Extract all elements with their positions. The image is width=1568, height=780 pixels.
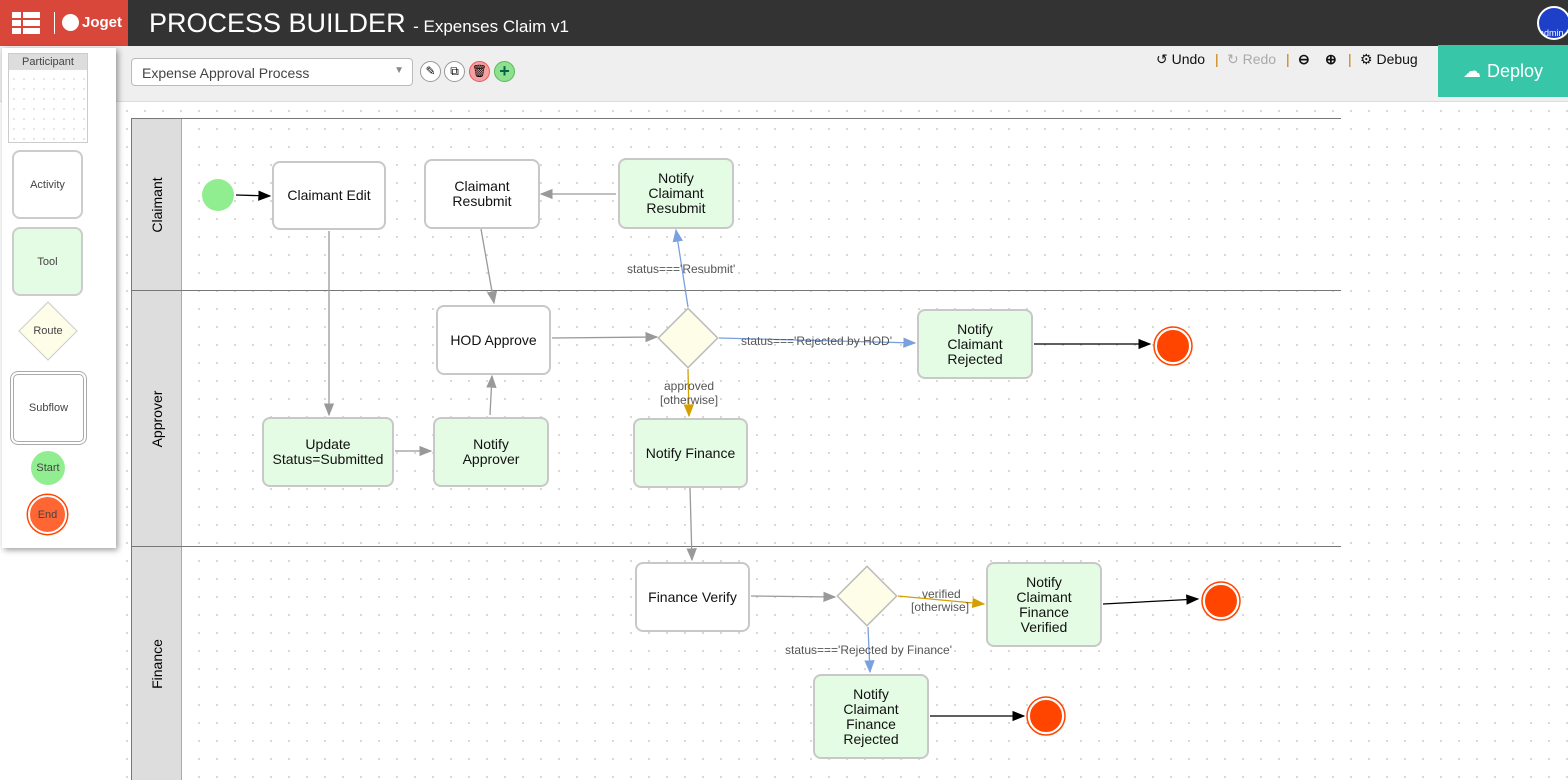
divider: | bbox=[1348, 51, 1352, 67]
edge-label: [otherwise] bbox=[911, 600, 969, 614]
tool-notify-finance-rejected[interactable]: Notify Claimant Finance Rejected bbox=[813, 674, 929, 759]
edit-process-button[interactable]: ✎ bbox=[420, 61, 441, 82]
debug-label: Debug bbox=[1376, 51, 1418, 67]
start-node[interactable] bbox=[202, 179, 234, 211]
divider: | bbox=[1286, 51, 1290, 67]
edge-label: status==='Rejected by HOD' bbox=[741, 334, 892, 348]
tool-update-status[interactable]: Update Status=Submitted bbox=[262, 417, 394, 487]
cloud-upload-icon: ☁ bbox=[1462, 60, 1481, 81]
lane-approver[interactable]: Approver bbox=[131, 290, 1341, 546]
edge-label: status==='Resubmit' bbox=[627, 262, 735, 276]
palette-tool[interactable]: Tool bbox=[12, 227, 83, 296]
process-select[interactable]: Expense Approval Process ▼ bbox=[131, 58, 413, 86]
route-node[interactable] bbox=[657, 307, 719, 369]
undo-button[interactable]: ↺ Undo bbox=[1156, 51, 1205, 68]
palette-subflow[interactable]: Subflow bbox=[10, 371, 87, 445]
activity-hod-approve[interactable]: HOD Approve bbox=[436, 305, 551, 375]
joget-logo-icon bbox=[62, 14, 79, 31]
deploy-button[interactable]: ☁Deploy bbox=[1438, 45, 1568, 97]
gear-icon: ⚙ bbox=[1360, 51, 1373, 67]
header bbox=[0, 0, 1568, 46]
tool-notify-finance-verified[interactable]: Notify Claimant Finance Verified bbox=[986, 562, 1102, 647]
subtitle: - Expenses Claim v1 bbox=[413, 17, 569, 36]
debug-button[interactable]: ⚙ Debug bbox=[1360, 51, 1418, 68]
avatar[interactable]: admin bbox=[1537, 6, 1568, 40]
end-node[interactable] bbox=[1203, 583, 1239, 619]
end-node[interactable] bbox=[1155, 328, 1191, 364]
undo-label: Undo bbox=[1171, 51, 1206, 67]
palette-end[interactable]: End bbox=[28, 495, 67, 534]
tool-notify-claimant-rejected[interactable]: Notify Claimant Rejected bbox=[917, 309, 1033, 379]
title-text: PROCESS BUILDER bbox=[149, 8, 406, 38]
palette-activity[interactable]: Activity bbox=[12, 150, 83, 219]
palette-route-label: Route bbox=[33, 325, 63, 337]
redo-button[interactable]: ↻ Redo bbox=[1227, 51, 1276, 68]
process-select-value: Expense Approval Process bbox=[142, 65, 310, 81]
route-diamonds bbox=[657, 307, 898, 627]
redo-label: Redo bbox=[1242, 51, 1277, 67]
end-node[interactable] bbox=[1028, 698, 1064, 734]
zoom-in-button[interactable]: ⊕ bbox=[1325, 51, 1337, 67]
edge-label: verified bbox=[922, 587, 961, 601]
menu-grid-icon[interactable] bbox=[12, 12, 40, 34]
brand-name: Joget bbox=[82, 14, 123, 31]
activity-claimant-edit[interactable]: Claimant Edit bbox=[272, 161, 386, 230]
copy-process-button[interactable]: ⧉ bbox=[444, 61, 465, 82]
tool-notify-claimant-resubmit[interactable]: Notify Claimant Resubmit bbox=[618, 158, 734, 229]
lane-claimant[interactable]: Claimant bbox=[131, 118, 1341, 290]
element-palette: Participant Activity Tool Route Subflow … bbox=[2, 48, 116, 548]
activity-finance-verify[interactable]: Finance Verify bbox=[635, 562, 750, 632]
route-node[interactable] bbox=[836, 565, 898, 627]
zoom-out-button[interactable]: ⊖ bbox=[1298, 51, 1310, 67]
add-process-button[interactable]: + bbox=[494, 61, 515, 82]
page-title: PROCESS BUILDER - Expenses Claim v1 bbox=[149, 8, 569, 39]
palette-participant[interactable]: Participant bbox=[8, 53, 88, 143]
undo-icon: ↺ bbox=[1156, 51, 1168, 67]
edge-label: status==='Rejected by Finance' bbox=[785, 643, 952, 657]
tool-notify-approver[interactable]: Notify Approver bbox=[433, 417, 549, 487]
divider: | bbox=[1215, 51, 1219, 67]
chevron-down-icon: ▼ bbox=[394, 65, 404, 76]
palette-label: Participant bbox=[9, 54, 87, 70]
deploy-label: Deploy bbox=[1486, 60, 1544, 81]
delete-process-button[interactable]: 🗑 bbox=[469, 61, 490, 82]
tool-notify-finance[interactable]: Notify Finance bbox=[633, 418, 748, 488]
edge-label: [otherwise] bbox=[660, 393, 718, 407]
avatar-label: admin bbox=[1539, 28, 1564, 38]
palette-start[interactable]: Start bbox=[31, 451, 65, 485]
lane-finance[interactable]: Finance bbox=[131, 546, 1341, 780]
edge-label: approved bbox=[664, 379, 714, 393]
logo[interactable]: Joget bbox=[0, 0, 128, 46]
activity-claimant-resubmit[interactable]: Claimant Resubmit bbox=[424, 159, 540, 229]
redo-icon: ↻ bbox=[1227, 51, 1239, 67]
